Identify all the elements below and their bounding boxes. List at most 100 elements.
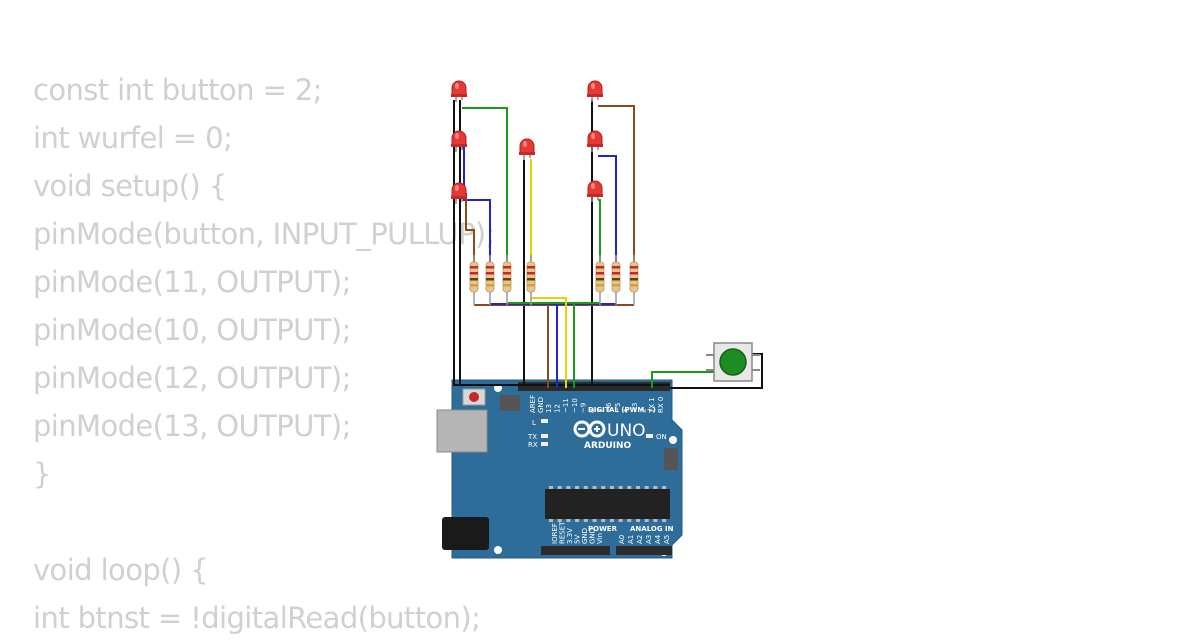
- chip-pin: [557, 519, 562, 522]
- code-line: pinMode(13, OUTPUT);: [33, 409, 351, 443]
- wire-green-button: [651, 371, 716, 388]
- resistor[interactable]: [526, 255, 536, 305]
- digital-pin-label: 4: [622, 408, 630, 413]
- mount-hole: [494, 546, 502, 554]
- resistor[interactable]: [485, 255, 495, 305]
- chip-pin: [618, 486, 623, 489]
- led-red[interactable]: [451, 182, 467, 204]
- chip-pin: [601, 486, 606, 489]
- chip-pin: [618, 519, 623, 522]
- chip-pin: [636, 486, 640, 489]
- tx-led: [541, 434, 548, 438]
- resistor[interactable]: [629, 255, 639, 305]
- code-line: pinMode(11, OUTPUT);: [33, 265, 351, 299]
- chip-pin: [592, 519, 597, 522]
- aref-label: AREF: [529, 395, 537, 413]
- chip-pin: [627, 519, 632, 522]
- power-pin-label: 3.3V: [566, 528, 574, 544]
- power-pin-label: GND: [581, 528, 589, 544]
- digital-pin-label: ~10: [571, 398, 579, 413]
- digital-pin-label: 12: [554, 404, 562, 413]
- led-red[interactable]: [587, 80, 603, 102]
- button-cap[interactable]: [719, 348, 747, 376]
- rx-label: RX: [528, 441, 538, 449]
- analog-pin-label: A1: [627, 535, 635, 544]
- digital-pin-label: 7: [597, 409, 605, 413]
- power-pin-label: Vin: [596, 533, 604, 544]
- gnd-label: GND: [537, 397, 545, 413]
- chip-pin: [566, 486, 571, 489]
- led-group: [451, 80, 603, 204]
- digital-pin-label: ~9: [579, 403, 587, 413]
- analog-pin-label: A0: [618, 535, 626, 544]
- wire-blue-mid-right: [598, 155, 617, 262]
- chip-pin: [662, 486, 667, 489]
- power-label: POWER: [588, 525, 618, 533]
- wire-green-top-left: [462, 107, 508, 262]
- atmega-chip: [545, 489, 670, 519]
- analog-pin-label: A5: [663, 535, 671, 544]
- power-jack: [442, 517, 489, 550]
- led-red[interactable]: [519, 138, 535, 160]
- resistor[interactable]: [502, 255, 512, 305]
- wire-green-bottom-right: [598, 199, 601, 262]
- chip-pin: [557, 486, 562, 489]
- led-red[interactable]: [451, 130, 467, 152]
- resistor[interactable]: [469, 255, 479, 305]
- power-pin-label: 5V: [574, 535, 582, 544]
- on-led: [646, 434, 653, 438]
- chip-pin: [653, 486, 658, 489]
- mount-hole: [669, 436, 677, 444]
- wire-yellow-down: [531, 297, 567, 388]
- resistor[interactable]: [611, 255, 621, 305]
- arduino-uno-board[interactable]: UNO ARDUINO DIGITAL (PWM ~) ON L TX RX P…: [436, 379, 683, 559]
- code-line: int btnst = !digitalRead(button);: [33, 601, 481, 635]
- analog-pin-label: A2: [636, 535, 644, 544]
- chip-pin: [583, 486, 588, 489]
- chip-pin: [662, 519, 667, 522]
- chip-pin: [636, 519, 640, 522]
- tx-label: TX: [527, 433, 537, 441]
- chip-pin: [653, 519, 658, 522]
- chip-pin: [549, 486, 553, 489]
- led-red[interactable]: [587, 180, 603, 202]
- code-line: pinMode(button, INPUT_PULLUP);: [33, 217, 495, 251]
- code-line: void loop() {: [33, 553, 209, 587]
- code-line: const int button = 2;: [33, 73, 322, 107]
- l-label: L: [532, 419, 536, 427]
- model-label: UNO: [607, 421, 646, 441]
- on-label: ON: [656, 433, 667, 441]
- icsp-header: [500, 395, 678, 470]
- code-overlay: const int button = 2;int wurfel = 0;void…: [33, 66, 633, 642]
- wire-brown-bottom-left: [462, 193, 475, 262]
- code-line: }: [33, 457, 51, 491]
- wire-black-left-rail: [453, 100, 670, 386]
- push-button[interactable]: [706, 342, 760, 382]
- chip-pin: [609, 519, 614, 522]
- wire-yellow-center: [530, 159, 532, 262]
- resistor[interactable]: [595, 255, 605, 305]
- led-red[interactable]: [587, 130, 603, 152]
- analog-label: ANALOG IN: [630, 525, 674, 533]
- analog-pin-label: A3: [645, 535, 653, 544]
- reset-button[interactable]: [469, 392, 479, 402]
- chip-pin: [592, 486, 597, 489]
- digital-pin-label: RX 0: [657, 397, 665, 413]
- analog-header: [616, 546, 672, 555]
- led-red[interactable]: [451, 80, 467, 102]
- power-pin-label: RESET: [559, 521, 567, 544]
- code-line: pinMode(10, OUTPUT);: [33, 313, 351, 347]
- chip-pin: [601, 519, 606, 522]
- code-line: void setup() {: [33, 169, 227, 203]
- digital-header: [518, 382, 670, 391]
- digital-pin-label: 13: [545, 404, 553, 413]
- l-led: [541, 419, 548, 423]
- chip-pin: [644, 519, 649, 522]
- wire-blue-mid-left: [462, 147, 491, 262]
- digital-pin-label: 8: [588, 409, 596, 413]
- power-pin-label: GND: [589, 528, 597, 544]
- analog-pin-label: A4: [654, 534, 662, 544]
